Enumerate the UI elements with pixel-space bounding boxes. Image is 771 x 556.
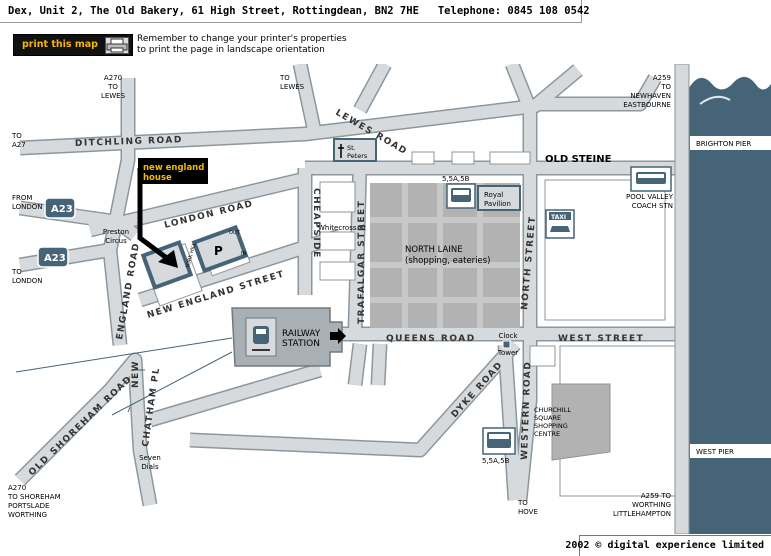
new-england-house[interactable] [140,239,194,291]
svg-text:A23: A23 [44,253,66,264]
print-map-label: print this map [22,39,98,50]
svg-text:DITCHLING ROAD: DITCHLING ROAD [75,135,183,149]
station-entrance-arrow [330,328,346,344]
svg-text:WEST STREET: WEST STREET [558,334,644,344]
svg-text:OLD STEINE: OLD STEINE [545,154,612,165]
address-text: Dex, Unit 2, The Old Bakery, 61 High Str… [8,5,590,17]
sea-wave [699,95,731,105]
coast-road [674,64,690,534]
svg-text:DYKE ROAD: DYKE ROAD [450,360,506,420]
svg-text:TRAFALGAR STREET: TRAFALGAR STREET [357,200,367,324]
clock-tower-icon[interactable] [502,340,511,349]
a23-badge-top: A23 [44,197,76,219]
street-map: P OUT IN [7,64,771,534]
copyright-box: 2002 © digital experience limited [565,535,771,556]
svg-text:OLD SHOREHAM ROAD: OLD SHOREHAM ROAD [27,374,134,478]
a23-badge-bottom: A23 [37,246,69,268]
printer-icon [105,37,129,54]
building-blocks [142,151,676,497]
copyright-text: 2002 © digital experience limited [565,540,764,551]
svg-text:5,5A,5B: 5,5A,5B [442,175,470,183]
print-map-button[interactable]: print this map [13,34,133,56]
parking-icon: P [214,244,223,258]
church-cross-icon [338,144,344,158]
car-park-in-label: IN [241,251,246,257]
svg-text:WEST PIER: WEST PIER [696,448,734,456]
svg-text:St.Peters: St.Peters [347,144,368,160]
taxi-icon[interactable]: TAXI [545,209,575,239]
bus-stop-icon[interactable] [482,427,516,455]
svg-text:NEW: NEW [131,360,141,388]
brighton-pier-label-box [690,136,771,150]
royal-pavilion[interactable] [477,185,521,211]
car-park-out-label: OUT [229,230,241,236]
print-note: Remember to change your printer's proper… [137,34,347,56]
svg-text:NORTH LAINE(shopping, eateries: NORTH LAINE(shopping, eateries) [405,245,491,266]
car-park[interactable] [191,224,249,274]
svg-text:5,5A,5B: 5,5A,5B [482,457,510,465]
print-note-line: Remember to change your printer's proper… [137,34,347,44]
location-arrow-head [158,250,178,268]
railway-lines [15,337,233,416]
svg-text:A23: A23 [51,204,73,215]
st-peters-church[interactable] [333,138,377,162]
bus-stop-icon[interactable] [446,183,476,209]
west-pier-label-box [690,444,771,458]
train-icon [252,326,270,351]
churchill-square[interactable] [551,383,611,461]
svg-text:WESTERN ROAD: WESTERN ROAD [520,361,533,461]
address-bar: Dex, Unit 2, The Old Bakery, 61 High Str… [0,0,590,23]
sea [689,76,771,534]
taxi-label: TAXI [551,214,566,221]
new-england-house-tag [138,158,208,184]
svg-text:QUEENS ROAD: QUEENS ROAD [386,334,476,344]
location-arrow [137,168,174,264]
svg-text:Whitecross St: Whitecross St [318,224,366,232]
svg-text:BRIGHTON PIER: BRIGHTON PIER [696,140,751,148]
coach-station-icon[interactable] [630,166,672,192]
svg-text:CHEAPSIDE: CHEAPSIDE [311,188,321,259]
print-note-line: to print the page in landscape orientati… [137,45,325,55]
north-laine-grid [370,183,520,328]
